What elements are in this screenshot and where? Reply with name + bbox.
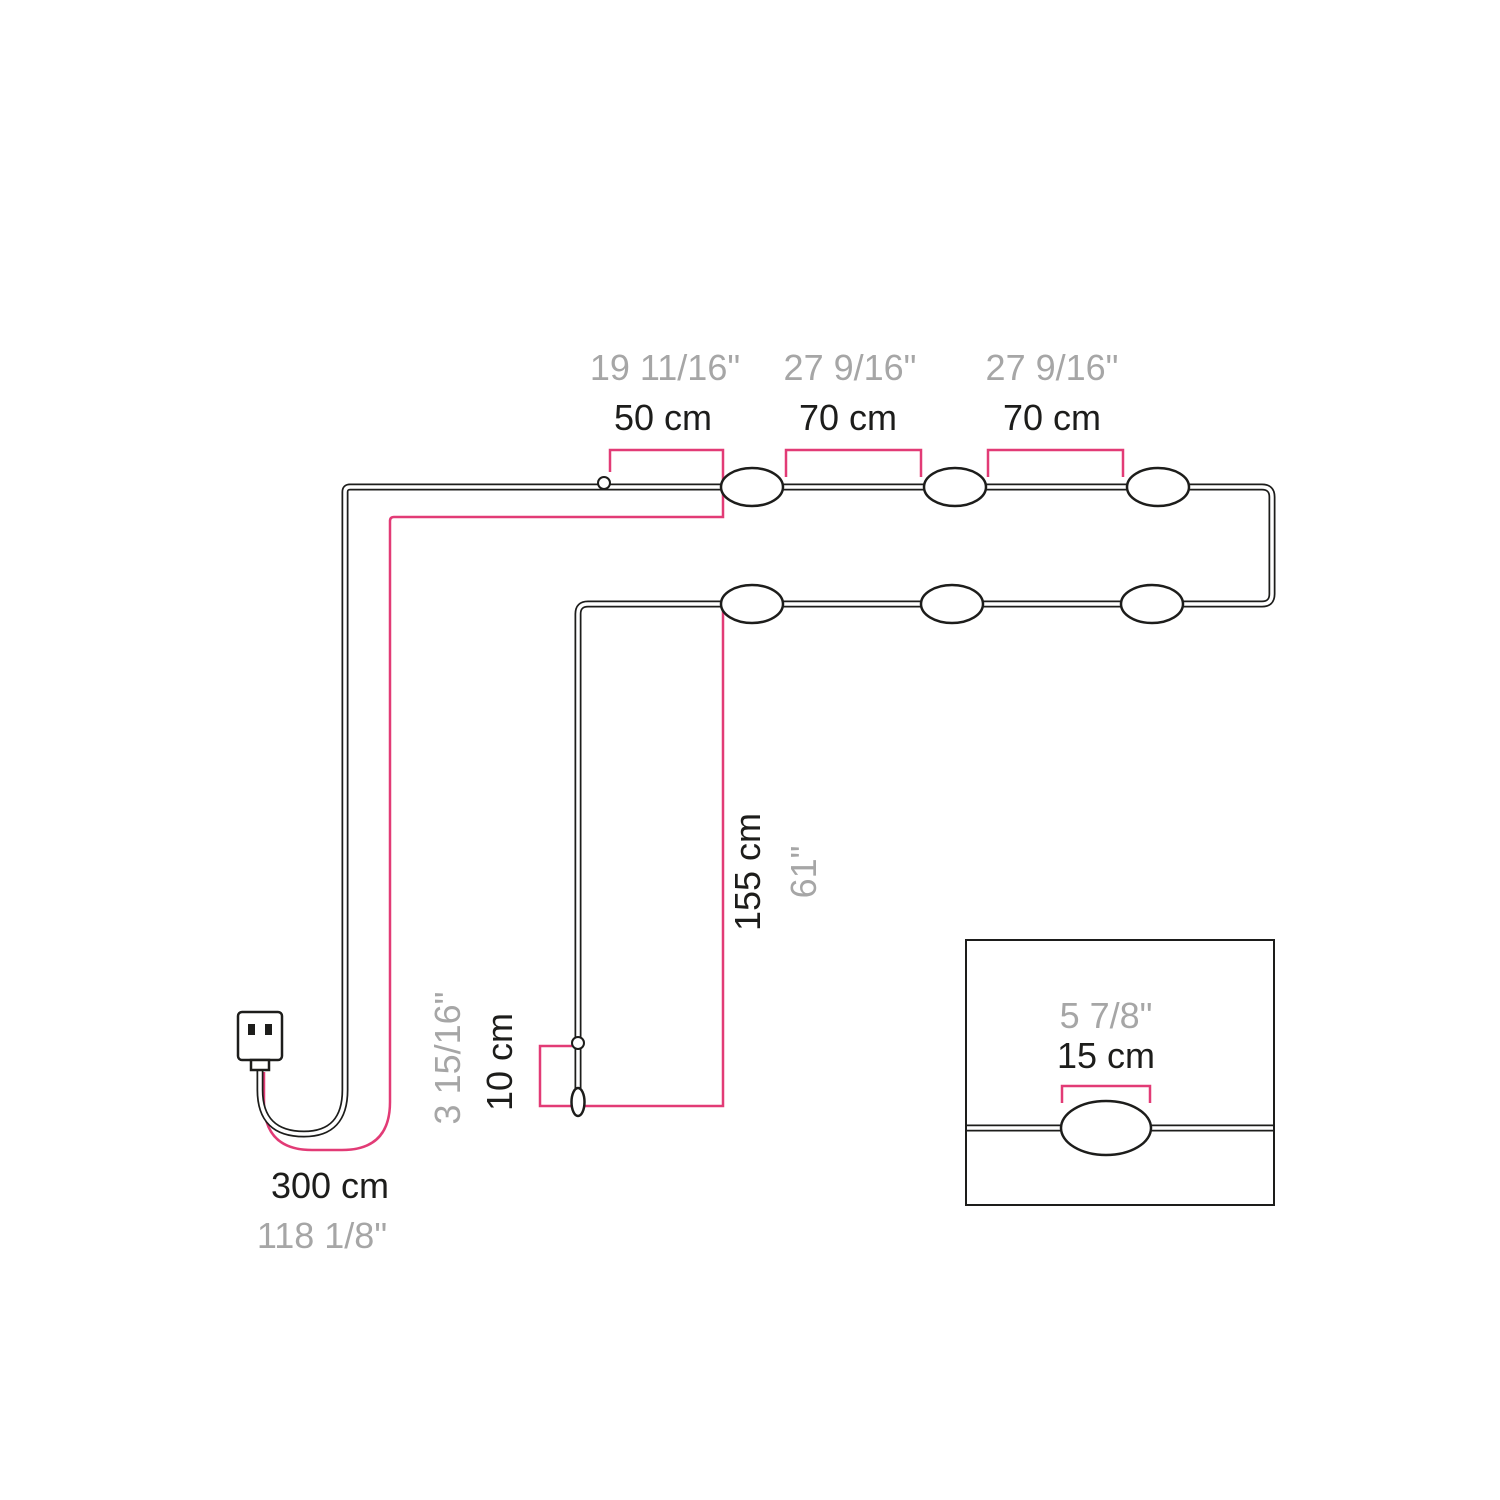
lamp-bulb: [922, 466, 988, 508]
cable-path: [256, 483, 1276, 1138]
dimension-label-span1-cm: 50 cm: [614, 397, 712, 438]
dimension-label-tail-cm: 10 cm: [479, 1013, 520, 1111]
lamp-bulb: [1125, 466, 1191, 508]
cable-end-tip: [570, 1086, 586, 1118]
dimension-line-drop-and-tail: [538, 606, 725, 1108]
mount-point: [571, 1036, 585, 1050]
dimension-label-detail-inch: 5 7/8": [1060, 995, 1153, 1036]
dimension-label-span2-inch: 27 9/16": [784, 347, 917, 388]
dimension-label-span2-cm: 70 cm: [799, 397, 897, 438]
power-plug-icon: [236, 1010, 284, 1072]
dimension-label-span3-inch: 27 9/16": [986, 347, 1119, 388]
dimension-line-span3: [986, 448, 1125, 477]
dimension-label-drop-inch: 61": [783, 846, 824, 899]
mount-point: [597, 476, 611, 490]
dimension-label-tail-inch: 3 15/16": [427, 992, 468, 1125]
lamp-bulb-detail: [1059, 1099, 1153, 1157]
dimension-label-power-inch: 118 1/8": [257, 1215, 387, 1256]
dimension-line-span2: [784, 448, 923, 477]
dimension-line-power-cable: [262, 448, 725, 1152]
lamp-bulb: [1119, 583, 1185, 625]
dimension-label-drop-cm: 155 cm: [727, 813, 768, 931]
dimension-label-detail-cm: 15 cm: [1057, 1035, 1155, 1076]
lamp-bulb: [719, 583, 785, 625]
dimension-line-lamp-detail: [1060, 1084, 1152, 1103]
lamp-bulb: [919, 583, 985, 625]
dimension-label-span3-cm: 70 cm: [1003, 397, 1101, 438]
lamp-bulb: [719, 466, 785, 508]
detail-inset-box: 5 7/8" 15 cm: [965, 939, 1275, 1206]
dimension-label-power-cm: 300 cm: [271, 1165, 389, 1206]
dimension-label-span1-inch: 19 11/16": [590, 347, 740, 388]
